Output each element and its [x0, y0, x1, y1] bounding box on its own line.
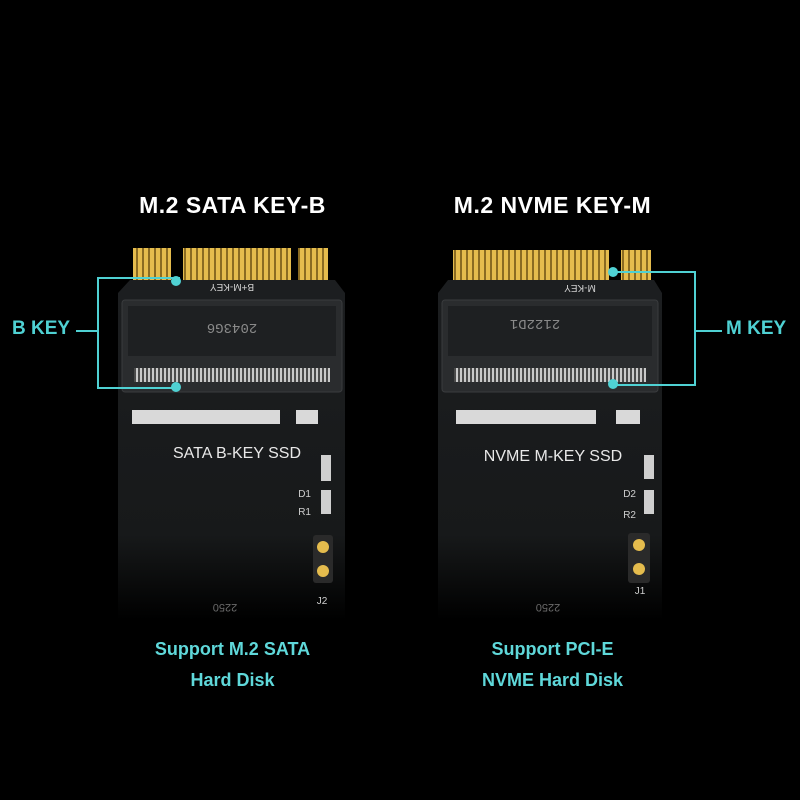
left-label-strip [132, 410, 280, 424]
right-adapter-board [438, 250, 722, 620]
left-bracket-dot-bottom [171, 382, 181, 392]
right-card-title: M.2 NVME KEY-M [453, 192, 652, 218]
left-silk-r: R1 [298, 507, 311, 518]
left-caption-line1: Support M.2 SATA [154, 639, 311, 659]
right-silk-j: J1 [635, 586, 646, 597]
right-socket-slot [448, 306, 652, 356]
right-socket-contacts [454, 368, 646, 382]
left-silk-j: J2 [317, 596, 328, 607]
right-gold-fingers-large [453, 250, 609, 280]
right-caption: Support PCI-E NVME Hard Disk [440, 634, 665, 696]
left-caption: Support M.2 SATA Hard Disk [120, 634, 345, 696]
left-socket-code: 2043G6 [207, 319, 257, 335]
left-card-title: M.2 SATA KEY-B [139, 192, 326, 218]
left-pad-2 [317, 565, 329, 577]
right-socket-code: 2122D1 [510, 315, 560, 331]
right-label-strip [456, 410, 596, 424]
right-board-text: NVME M-KEY SSD [484, 448, 622, 465]
right-pad-2 [633, 563, 645, 575]
b-key-label: B KEY [12, 318, 71, 339]
left-component-1 [321, 455, 331, 481]
right-component-2 [644, 490, 654, 514]
left-socket-slot [128, 306, 336, 356]
left-board-text: SATA B-KEY SSD [173, 445, 301, 462]
right-caption-line1: Support PCI-E [491, 639, 614, 659]
right-gold-fingers-small [621, 250, 651, 280]
left-bracket-dot-top [171, 276, 181, 286]
right-key-bracket [612, 271, 696, 386]
left-socket-contacts [134, 368, 330, 382]
right-caption-line2: NVME Hard Disk [481, 670, 624, 690]
left-adapter-board [76, 248, 345, 620]
left-bottom-silk: 2250 [213, 601, 237, 613]
left-gold-fingers-large [183, 248, 291, 280]
left-pad-1 [317, 541, 329, 553]
right-silk-r: R2 [623, 510, 636, 521]
left-gold-fingers-right [298, 248, 328, 280]
right-silk-d: D2 [623, 489, 636, 500]
left-gold-fingers-small [133, 248, 171, 280]
left-key-bracket [97, 277, 180, 389]
right-bottom-silk: 2250 [536, 601, 560, 613]
left-connector-silk: B+M-KEY [210, 281, 255, 292]
left-silk-d: D1 [298, 489, 311, 500]
right-bracket-dot-bottom [608, 379, 618, 389]
right-pad-1 [633, 539, 645, 551]
left-caption-line2: Hard Disk [190, 670, 275, 690]
right-component-1 [644, 455, 654, 479]
m-key-label: M KEY [726, 318, 787, 339]
right-bracket-dot-top [608, 267, 618, 277]
left-component-2 [321, 490, 331, 514]
right-connector-silk: M-KEY [564, 282, 596, 293]
